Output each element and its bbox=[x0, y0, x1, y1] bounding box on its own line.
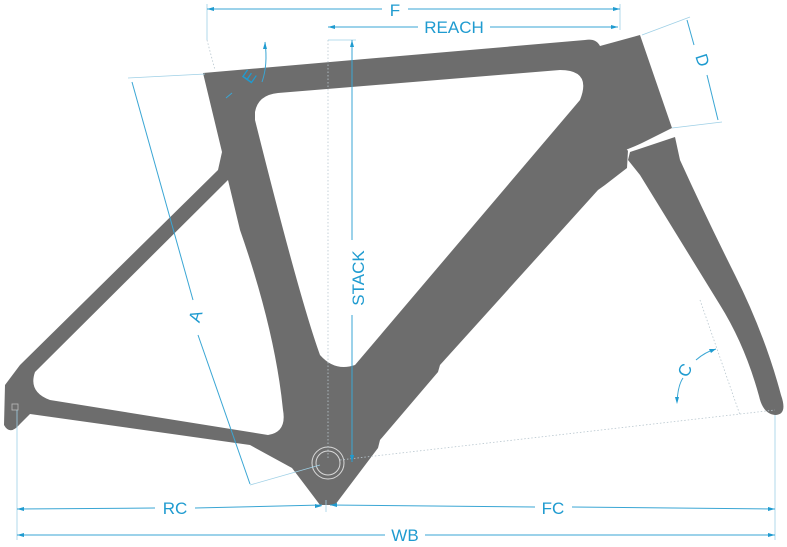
bb-axle-reference-line bbox=[339, 409, 776, 461]
frame-body bbox=[4, 35, 672, 505]
dimension-a: A bbox=[127, 73, 321, 486]
dimension-stack: STACK bbox=[328, 39, 368, 462]
rear-axle bbox=[11, 403, 19, 411]
label-fc: FC bbox=[542, 499, 565, 518]
label-f: F bbox=[390, 1, 400, 20]
dimension-reach: REACH bbox=[328, 18, 618, 37]
dimension-rc-fc: RC FC bbox=[16, 410, 776, 540]
dimension-f: F bbox=[206, 1, 621, 40]
dimension-wb: WB bbox=[17, 526, 775, 545]
fork bbox=[628, 137, 784, 415]
label-rc: RC bbox=[163, 499, 188, 518]
dimension-c: C bbox=[674, 348, 717, 404]
dimension-d: D bbox=[641, 16, 723, 129]
label-wb: WB bbox=[391, 526, 418, 545]
label-c: C bbox=[674, 361, 697, 381]
seat-reference-line bbox=[206, 39, 216, 71]
fork-joint-line bbox=[626, 129, 676, 151]
label-stack: STACK bbox=[349, 250, 368, 306]
label-a: A bbox=[185, 308, 207, 325]
label-d: D bbox=[691, 52, 713, 70]
fork-reference-line bbox=[699, 299, 741, 416]
label-reach: REACH bbox=[424, 18, 484, 37]
